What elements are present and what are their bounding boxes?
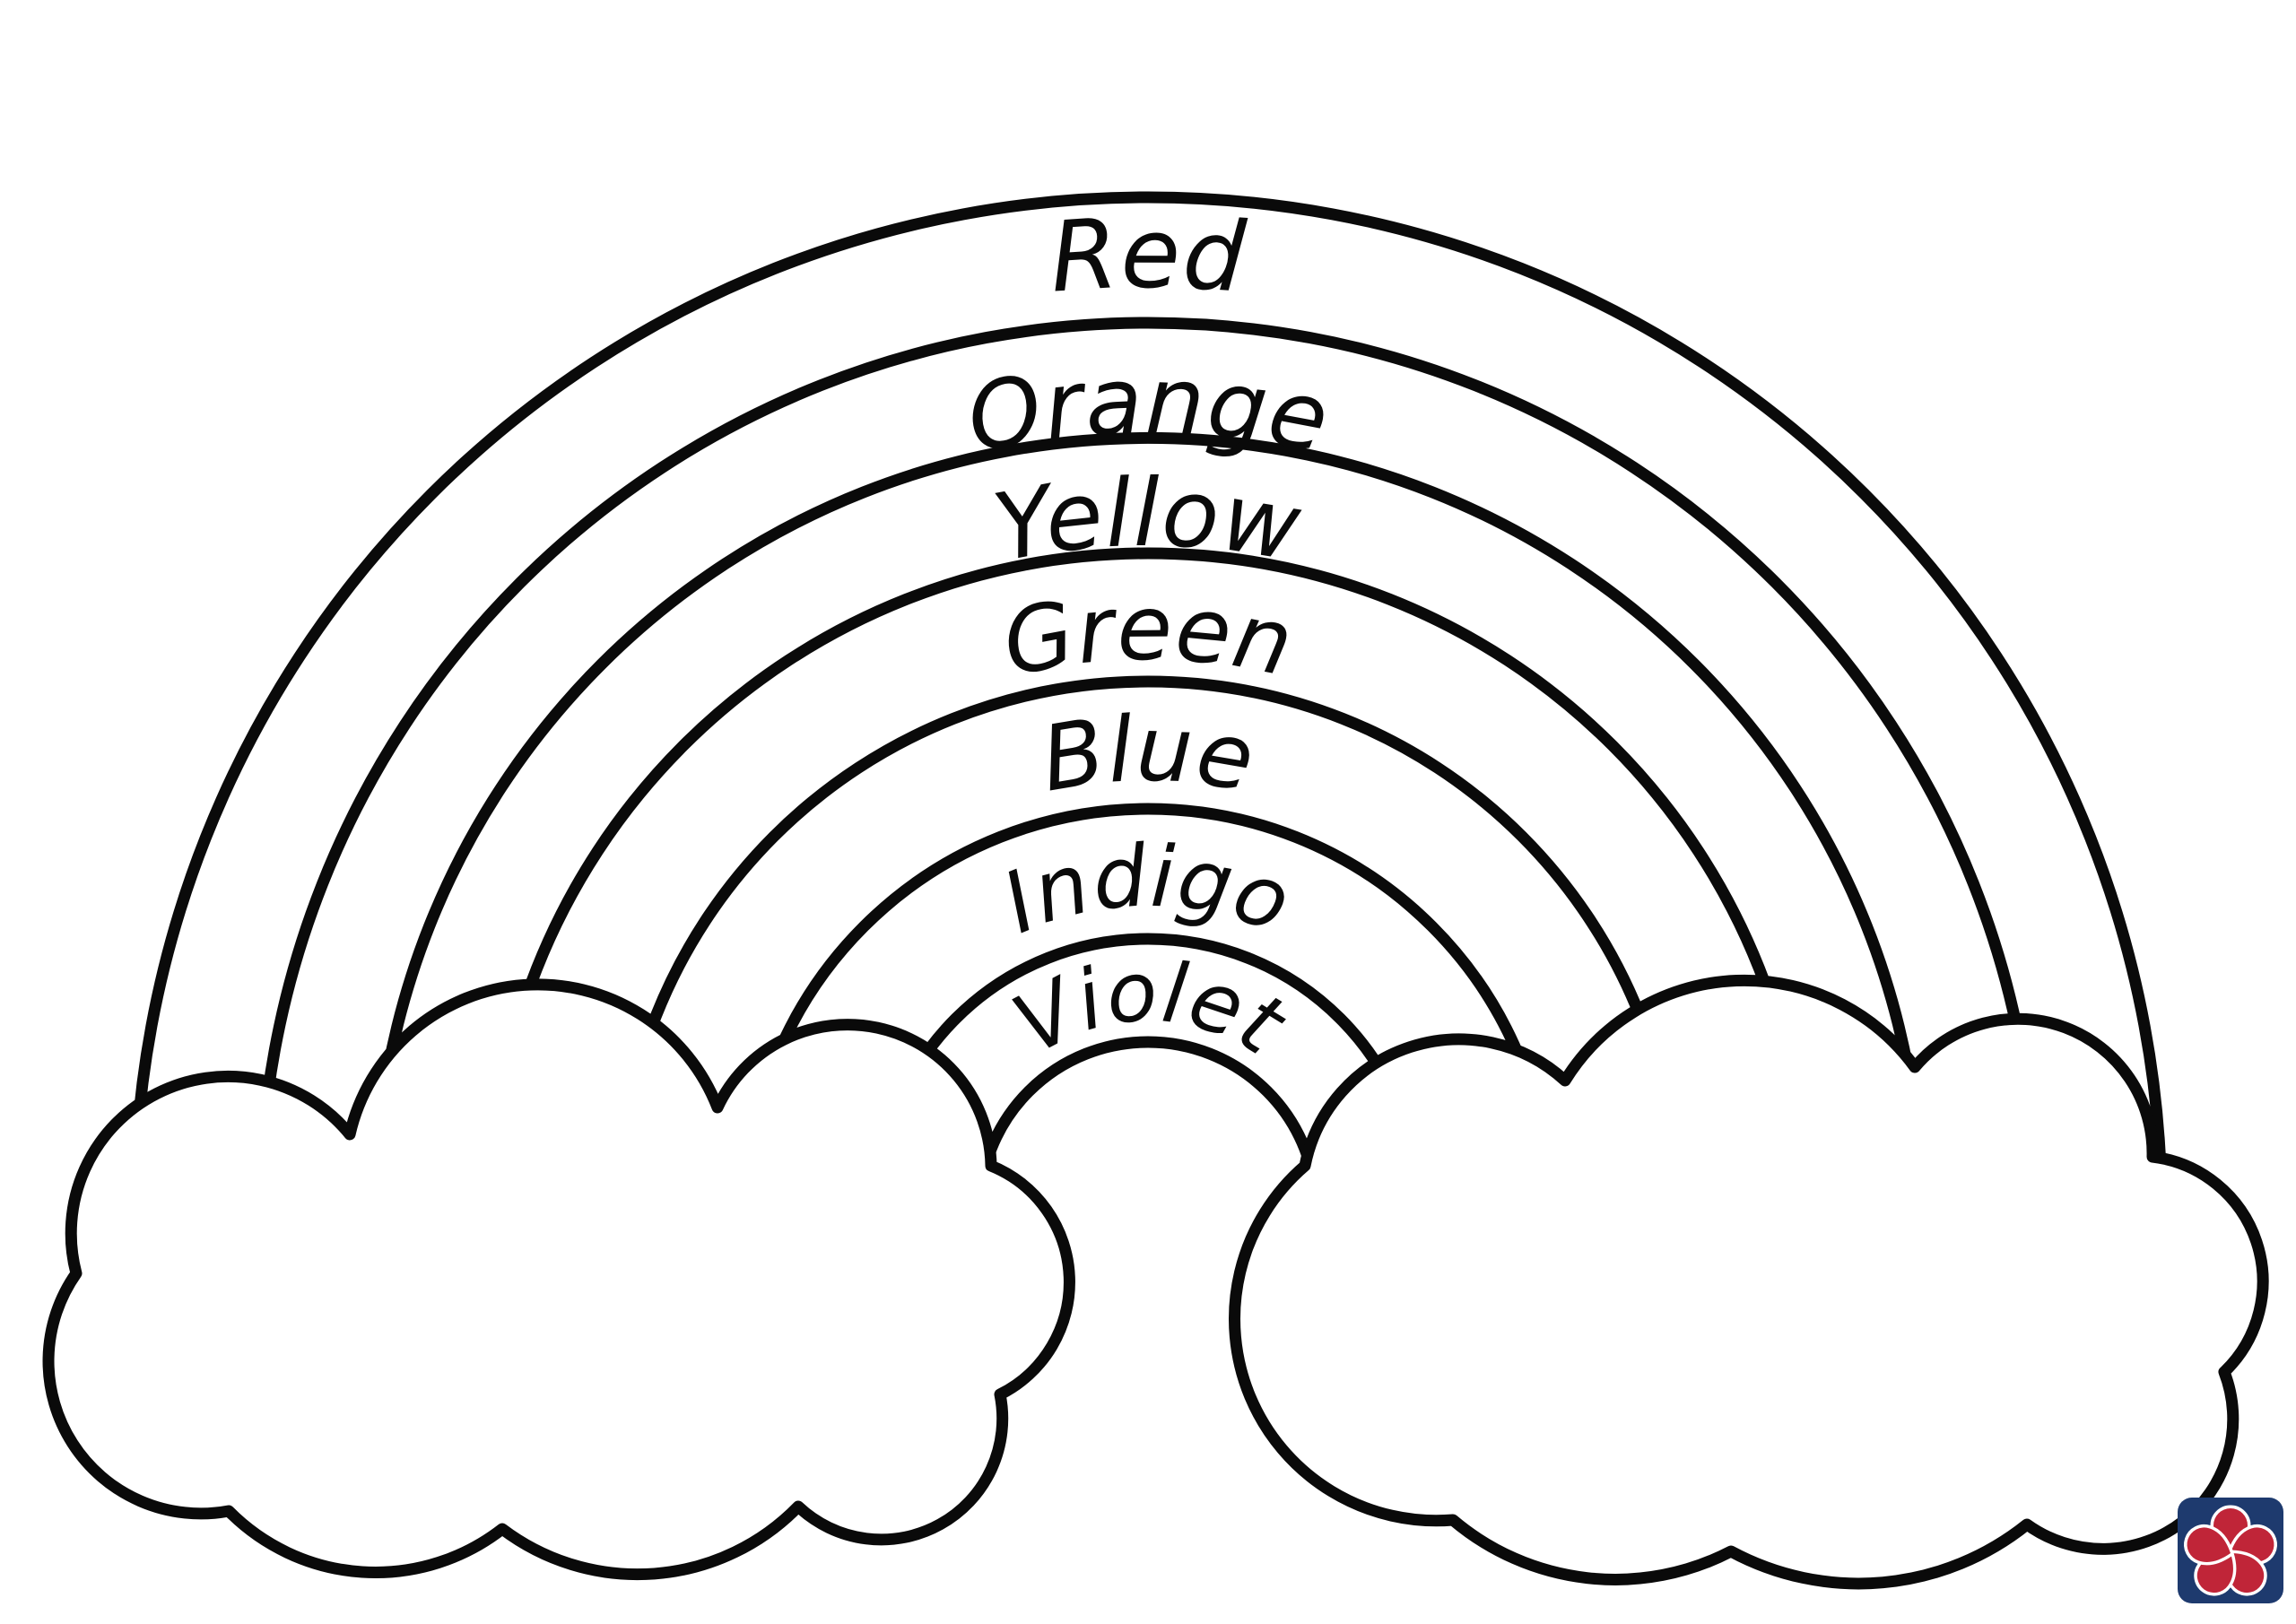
left-cloud <box>42 978 1075 1581</box>
arc-blue-outer <box>613 675 1683 1211</box>
band-label-orange-textpath: Orange <box>959 346 1336 474</box>
right-cloud <box>1229 974 2269 1590</box>
band-label-red: Red <box>1047 198 1249 315</box>
band-label-red-textpath: Red <box>1047 198 1248 315</box>
flower-icon <box>2183 1505 2279 1600</box>
band-label-green-textpath: Green <box>995 576 1301 697</box>
flower-petals <box>2183 1505 2279 1600</box>
band-label-blue: Blue <box>1034 696 1262 812</box>
band-label-orange: Orange <box>959 346 1337 474</box>
band-label-yellow-textpath: Yellow <box>986 458 1308 584</box>
band-labels: Red Orange Yellow Green Blue Indigo Viol… <box>959 198 1337 1074</box>
band-label-green: Green <box>995 576 1302 697</box>
arc-yellow-outer <box>369 431 1927 1211</box>
arc-green-outer <box>484 547 1812 1211</box>
band-label-yellow: Yellow <box>986 458 1309 584</box>
brand-logo <box>2178 1498 2283 1603</box>
arc-indigo-outer <box>740 803 1556 1211</box>
clouds <box>42 974 2269 1590</box>
arc-red-outer <box>128 191 2168 1211</box>
arc-violet-inner <box>973 1036 1323 1211</box>
arc-orange-outer <box>254 317 2042 1211</box>
band-label-blue-textpath: Blue <box>1034 696 1261 812</box>
rainbow-arcs <box>128 191 2168 1211</box>
